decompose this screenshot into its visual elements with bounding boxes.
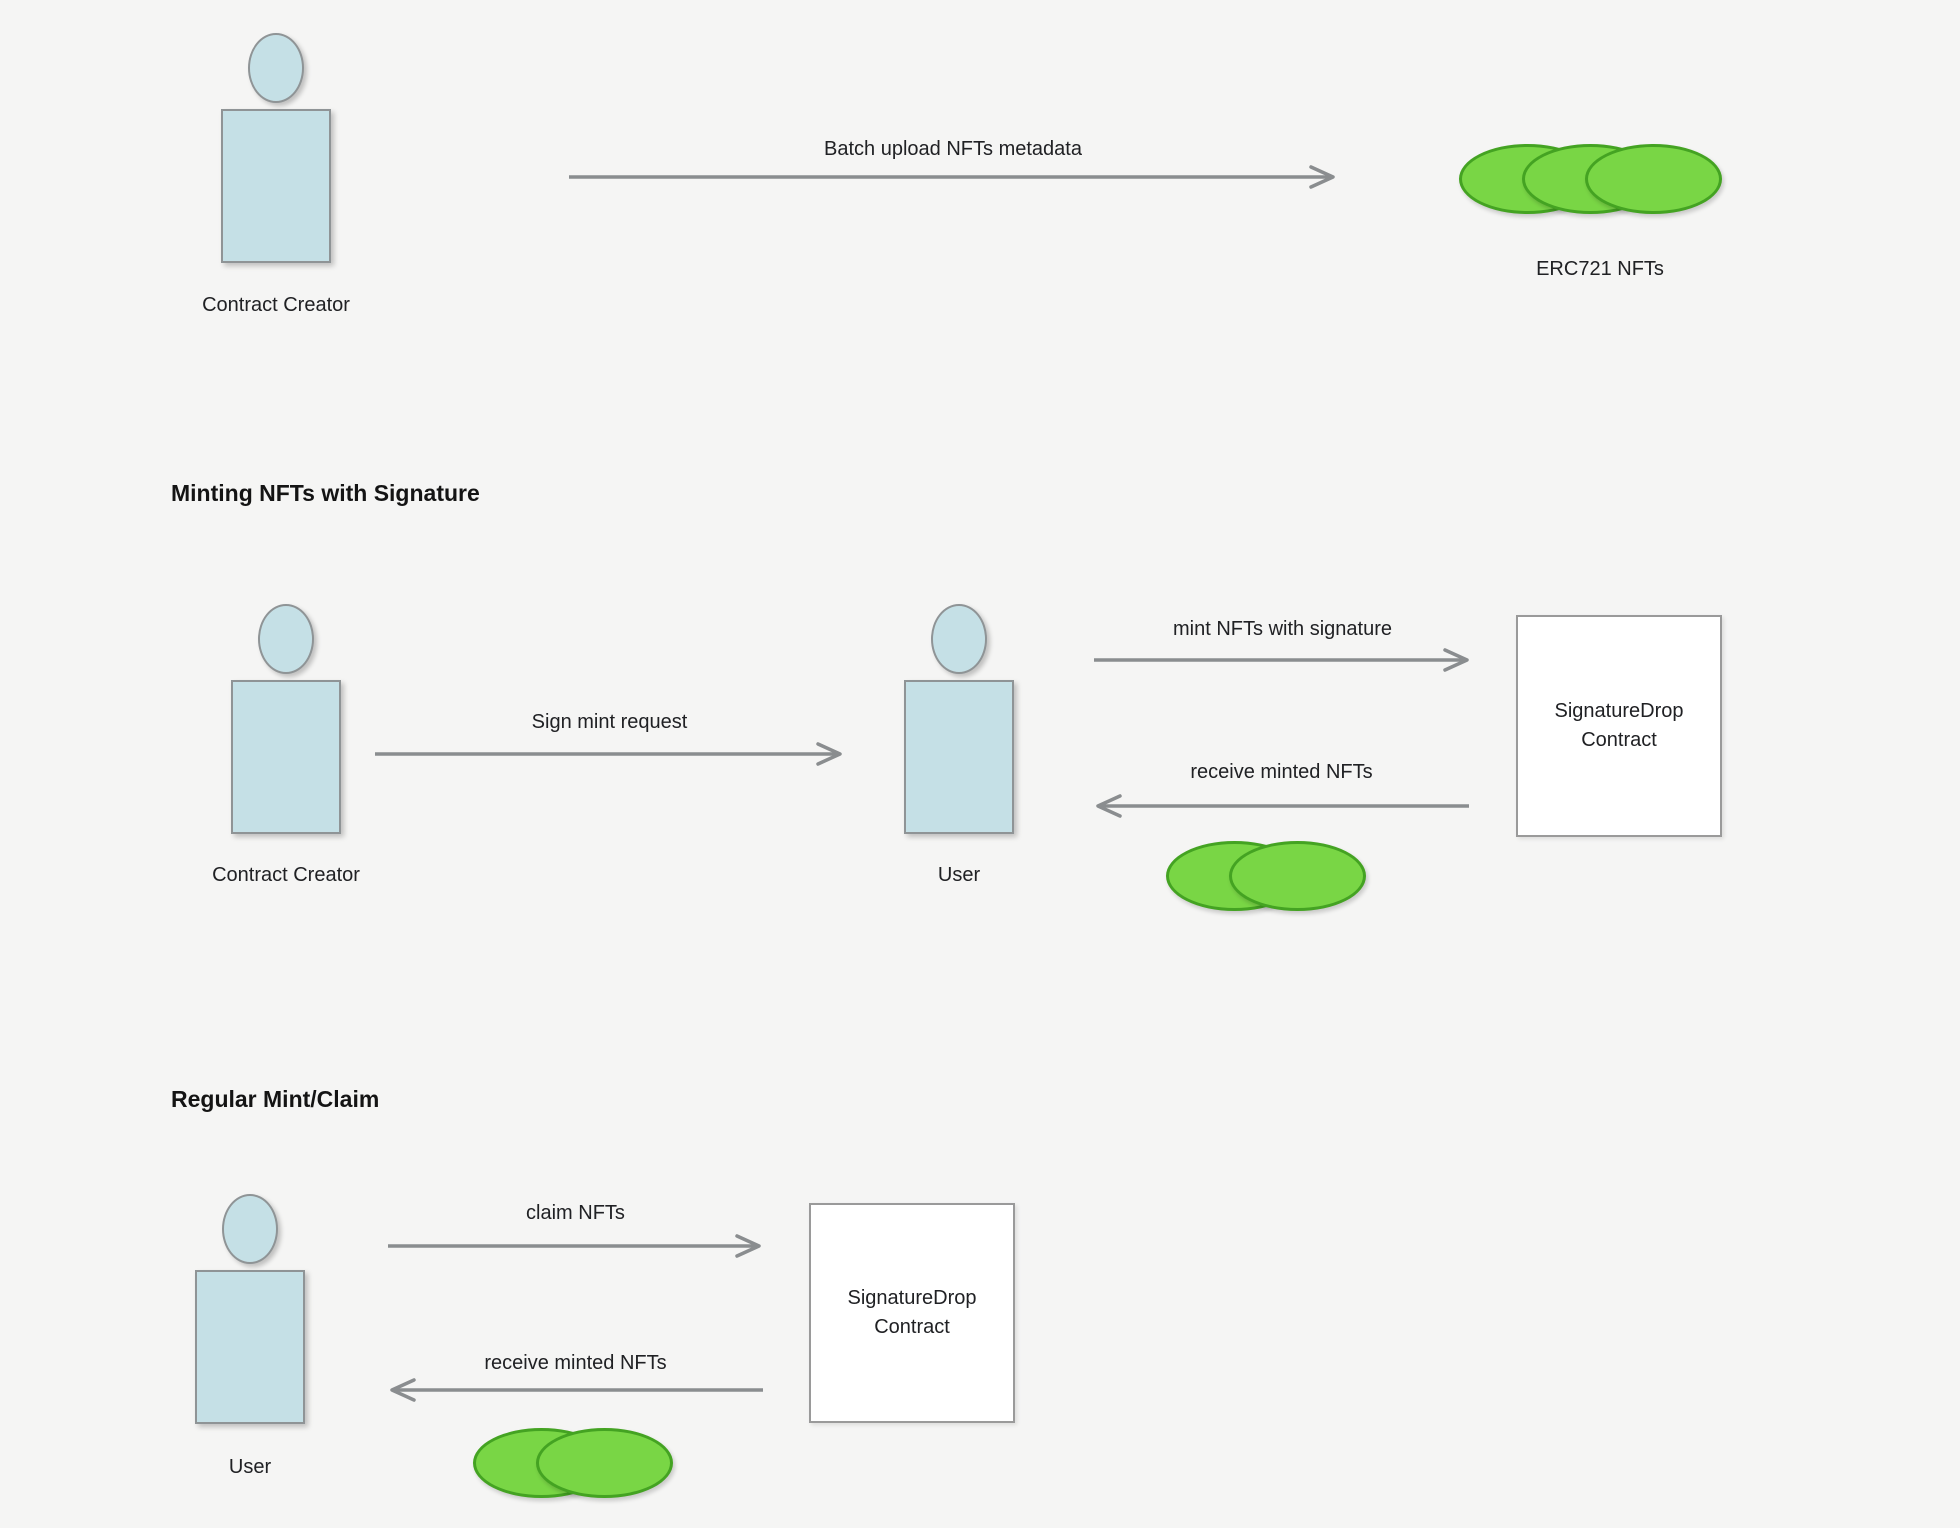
actor-torso — [231, 680, 341, 834]
batch-upload-arrow-label: Batch upload NFTs metadata — [824, 138, 1082, 160]
minted-nfts-icon — [1166, 841, 1366, 911]
sign-mint-request-arrow — [375, 740, 844, 768]
actor-head — [222, 1194, 278, 1264]
actor-torso — [904, 680, 1014, 834]
claim-nfts-arrow-label: claim NFTs — [526, 1202, 625, 1224]
regular-receive-minted-nfts-arrow — [388, 1376, 763, 1404]
regular-user-figure — [195, 1194, 305, 1426]
actor-head — [931, 604, 987, 674]
erc721-nfts-label: ERC721 NFTs — [1536, 258, 1664, 280]
signature-mint-heading: Minting NFTs with Signature — [171, 480, 480, 506]
actor-torso — [195, 1270, 305, 1424]
regular-minted-nfts-icon — [473, 1428, 673, 1498]
nft-ellipse — [536, 1428, 673, 1498]
mint-with-signature-arrow-label: mint NFTs with signature — [1173, 618, 1392, 640]
signature-contract-creator-label: Contract Creator — [212, 864, 360, 886]
signature-user-label: User — [937, 864, 981, 886]
regular-signature-drop-contract-label: SignatureDrop Contract — [847, 1287, 977, 1338]
upload-contract-creator-figure — [221, 33, 331, 265]
erc721-nfts-icon — [1459, 144, 1722, 214]
signature-contract-creator-figure — [231, 604, 341, 836]
upload-contract-creator-label: Contract Creator — [202, 294, 350, 316]
receive-minted-nfts-arrow — [1094, 792, 1469, 820]
regular-mint-heading: Regular Mint/Claim — [171, 1086, 380, 1112]
signature-drop-contract-box: SignatureDrop Contract — [1516, 615, 1722, 837]
nft-ellipse — [1585, 144, 1722, 214]
actor-head — [258, 604, 314, 674]
batch-upload-arrow — [569, 163, 1337, 191]
regular-signature-drop-contract-box: SignatureDrop Contract — [809, 1203, 1015, 1423]
actor-torso — [221, 109, 331, 263]
nft-ellipse — [1229, 841, 1366, 911]
actor-head — [248, 33, 304, 103]
signature-drop-contract-label: SignatureDrop Contract — [1554, 700, 1684, 751]
sign-mint-request-arrow-label: Sign mint request — [531, 711, 688, 733]
receive-minted-nfts-arrow-label: receive minted NFTs — [1190, 761, 1373, 783]
regular-receive-minted-nfts-arrow-label: receive minted NFTs — [484, 1352, 667, 1374]
mint-with-signature-arrow — [1094, 646, 1471, 674]
regular-user-label: User — [228, 1456, 272, 1478]
claim-nfts-arrow — [388, 1232, 763, 1260]
signature-user-figure — [904, 604, 1014, 836]
